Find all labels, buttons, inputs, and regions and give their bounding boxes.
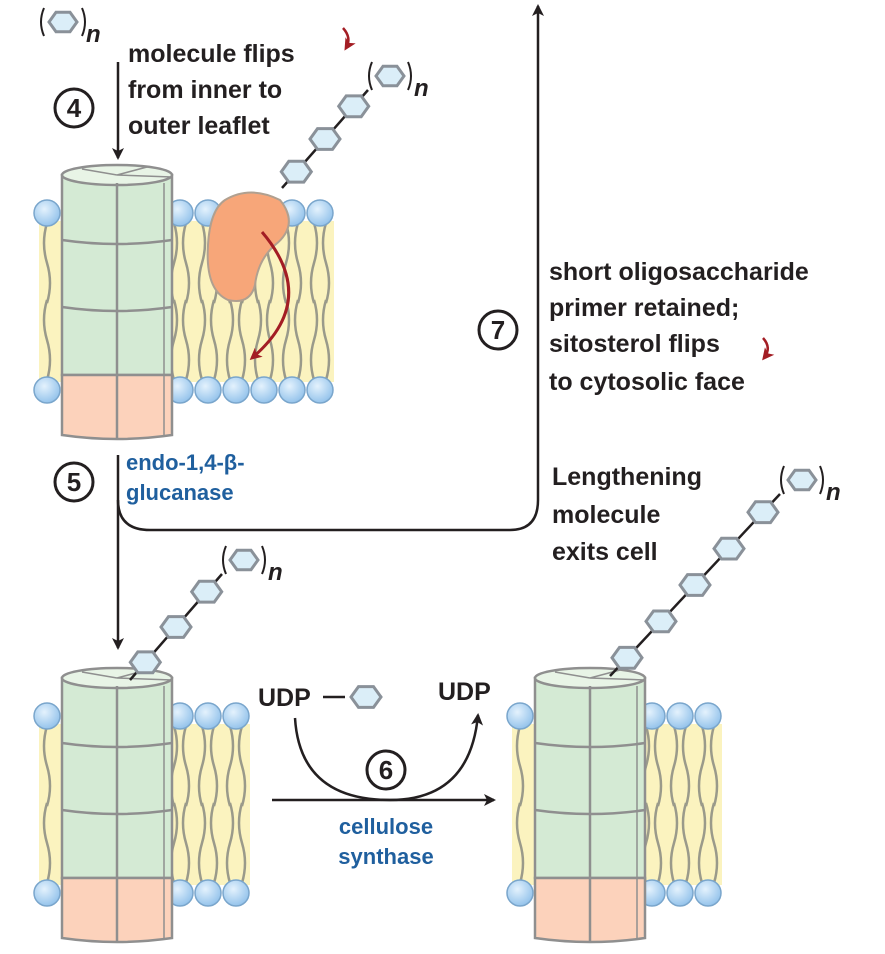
membrane-with-cellulose-synthase	[33, 163, 334, 441]
svg-text:to cytosolic face: to cytosolic face	[549, 368, 745, 396]
svg-text:molecule: molecule	[552, 501, 660, 529]
glucose-hexagon-icon	[678, 573, 712, 597]
repeat-subscript-n: n	[86, 21, 101, 48]
glucose-hexagon-icon	[610, 645, 644, 670]
svg-text:short oligosaccharide: short oligosaccharide	[549, 258, 809, 286]
repeat-bracket	[780, 465, 824, 495]
glucan-repeat-unit-top: n	[40, 7, 101, 48]
arrow-udp-curve	[293, 713, 484, 802]
step6-enzyme-label: cellulose synthase	[338, 814, 433, 869]
lipid-head	[222, 879, 250, 907]
small-flip-icon	[342, 27, 356, 51]
svg-text:cellulose: cellulose	[339, 814, 433, 839]
glucose-hexagon-icon	[159, 615, 193, 639]
udp-product-label: UDP	[438, 678, 491, 706]
flippase-protein	[206, 191, 290, 302]
membrane-with-cellulose-synthase	[506, 666, 722, 944]
glucose-hexagon-icon	[128, 650, 163, 675]
step5-enzyme-label: endo-1,4-β- glucanase	[126, 450, 245, 505]
lipid-head	[33, 199, 61, 227]
lipid-head	[694, 702, 722, 730]
glucose-hexagon-icon	[279, 159, 314, 184]
glucan-chain-exiting: n	[609, 465, 841, 677]
svg-text:outer leaflet: outer leaflet	[128, 112, 270, 140]
glucan-chain-step4: n	[279, 61, 429, 189]
lipid-head	[250, 376, 278, 404]
glucose-hexagon-icon	[336, 94, 371, 119]
step-6-badge: 6	[365, 749, 407, 791]
glucose-hexagon-icon	[47, 10, 79, 34]
step4-text: molecule flips from inner to outer leafl…	[128, 40, 295, 140]
repeat-subscript-n: n	[268, 559, 283, 586]
svg-text:synthase: synthase	[338, 844, 433, 869]
step7-text: short oligosaccharide primer retained; s…	[549, 258, 809, 396]
lipid-head	[506, 702, 534, 730]
lipid-head	[222, 376, 250, 404]
glucose-hexagon-icon	[349, 685, 383, 709]
svg-text:4: 4	[67, 93, 82, 123]
glucose-hexagon-icon	[786, 468, 818, 492]
svg-text:molecule flips: molecule flips	[128, 40, 295, 68]
glucose-hexagon-icon	[712, 536, 746, 561]
step-5-badge: 5	[53, 461, 95, 503]
svg-text:endo-1,4-β-: endo-1,4-β-	[126, 450, 245, 475]
glucose-hexagon-icon	[374, 64, 406, 88]
exit-text: Lengthening molecule exits cell	[552, 463, 702, 566]
svg-text:5: 5	[67, 467, 81, 497]
lipid-head	[666, 879, 694, 907]
svg-text:exits cell: exits cell	[552, 538, 658, 566]
lipid-head	[694, 879, 722, 907]
glucose-hexagon-icon	[308, 127, 342, 151]
cellulose-synthase-complex	[60, 666, 174, 944]
svg-text:glucanase: glucanase	[126, 480, 234, 505]
lipid-head	[506, 879, 534, 907]
lipid-head	[33, 879, 61, 907]
svg-text:6: 6	[379, 755, 393, 785]
udp-substrate-label: UDP	[258, 684, 311, 712]
small-flip-icon	[762, 337, 775, 361]
glucan-chain-step5: n	[128, 545, 283, 681]
svg-text:from inner to: from inner to	[128, 76, 282, 104]
membrane-with-cellulose-synthase	[33, 666, 250, 944]
svg-text:sitosterol flips: sitosterol flips	[549, 330, 720, 358]
repeat-bracket	[222, 545, 266, 575]
glucose-hexagon-icon	[228, 548, 260, 572]
cellulose-synthase-complex	[60, 163, 174, 441]
glucose-hexagon-icon	[189, 579, 224, 604]
svg-text:Lengthening: Lengthening	[552, 463, 702, 491]
cellulose-synthase-complex	[533, 666, 647, 944]
lipid-head	[194, 376, 222, 404]
lipid-head	[666, 702, 694, 730]
glucose-hexagon-icon	[746, 500, 780, 525]
svg-text:primer retained;: primer retained;	[549, 294, 739, 322]
pathway-arrows	[112, 4, 544, 806]
repeat-subscript-n: n	[414, 75, 429, 102]
step-4-badge: 4	[53, 87, 95, 129]
arrow-step7-loop	[116, 4, 544, 532]
repeat-bracket	[368, 61, 412, 91]
lipid-head	[306, 376, 334, 404]
lipid-head	[278, 376, 306, 404]
lipid-head	[33, 702, 61, 730]
lipid-head	[33, 376, 61, 404]
lipid-head	[306, 199, 334, 227]
repeat-subscript-n: n	[826, 479, 841, 506]
lipid-head	[194, 879, 222, 907]
glucose-hexagon-icon	[644, 609, 678, 634]
lipid-head	[194, 702, 222, 730]
repeat-bracket	[40, 7, 86, 37]
flip-arrow-red	[249, 231, 291, 360]
svg-text:7: 7	[491, 315, 505, 345]
step-7-badge: 7	[477, 309, 519, 351]
lipid-head	[222, 702, 250, 730]
